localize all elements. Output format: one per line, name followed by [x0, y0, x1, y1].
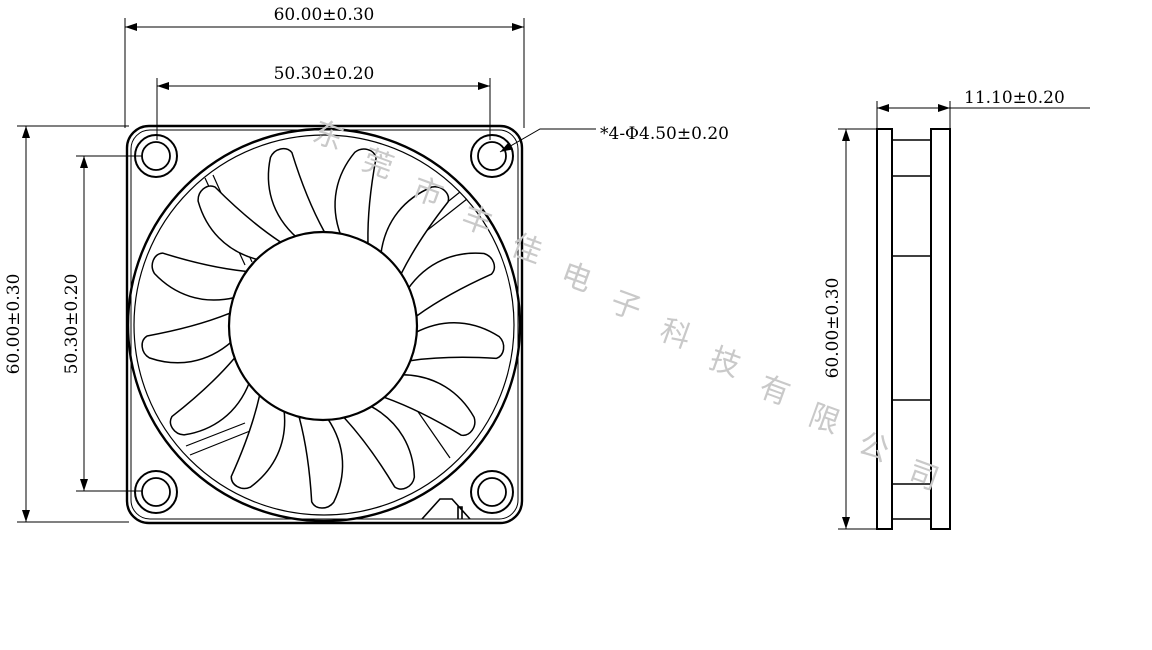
dimension-lines — [22, 23, 596, 522]
mounting-holes — [134, 134, 514, 514]
watermark-char: 东 — [308, 114, 348, 157]
frame-rib-slot — [421, 498, 471, 520]
fan-hub — [227, 230, 419, 422]
mounting-hole-bottom-left — [134, 470, 178, 514]
mounting-hole-callout: *4-Φ4.50±0.20 — [600, 124, 729, 144]
fan-blade — [410, 322, 505, 362]
dim-hole-spacing-height: 50.30±0.20 — [62, 274, 82, 375]
watermark-char: 佳 — [507, 228, 547, 271]
side-dimension-lines — [842, 104, 950, 529]
watermark-char: 限 — [804, 398, 844, 441]
dim-overall-width: 60.00±0.30 — [274, 5, 375, 25]
front-view: 60.00±0.30 50.30±0.20 60.00±0.30 50.30±0… — [4, 5, 729, 525]
dim-overall-height: 60.00±0.30 — [4, 274, 24, 375]
fan-blades — [141, 147, 505, 509]
fan-blade — [169, 357, 251, 436]
hole-callout-leader — [499, 128, 596, 153]
fan-blade — [230, 395, 286, 490]
watermark-char: 电 — [556, 256, 596, 299]
side-frame-left-plate — [876, 128, 893, 530]
side-frame-right-plate — [930, 128, 951, 530]
fan-blade — [267, 147, 325, 239]
dim-thickness: 11.10±0.20 — [964, 88, 1065, 108]
fan-blade — [384, 374, 476, 436]
fan-blade — [141, 312, 233, 364]
dim-hole-spacing-width: 50.30±0.20 — [274, 64, 375, 84]
watermark-char: 丰 — [457, 199, 497, 242]
mounting-hole-bottom-right — [470, 470, 514, 514]
fan-blade — [334, 148, 377, 244]
side-view: 11.10±0.20 60.00±0.30 — [823, 88, 1090, 530]
side-extension-lines — [838, 101, 1090, 530]
dim-side-height: 60.00±0.30 — [823, 278, 843, 379]
fan-blade — [197, 185, 281, 261]
side-motor-body — [892, 139, 931, 520]
fan-blade — [298, 416, 344, 509]
fan-shroud-outer — [126, 127, 522, 523]
fan-blade — [343, 404, 416, 490]
watermark-char: 科 — [655, 313, 695, 356]
fan-blade — [151, 252, 247, 301]
fan-shroud-inner — [133, 134, 515, 516]
mounting-hole-top-right — [470, 134, 514, 178]
watermark-char: 子 — [606, 284, 646, 327]
watermark-char: 有 — [754, 369, 794, 412]
fan-blade — [406, 252, 496, 317]
watermark-char: 司 — [903, 454, 943, 497]
watermark-char: 公 — [854, 426, 894, 469]
watermark-char: 技 — [705, 341, 745, 384]
fan-blade — [380, 186, 450, 274]
extension-lines — [17, 18, 525, 523]
